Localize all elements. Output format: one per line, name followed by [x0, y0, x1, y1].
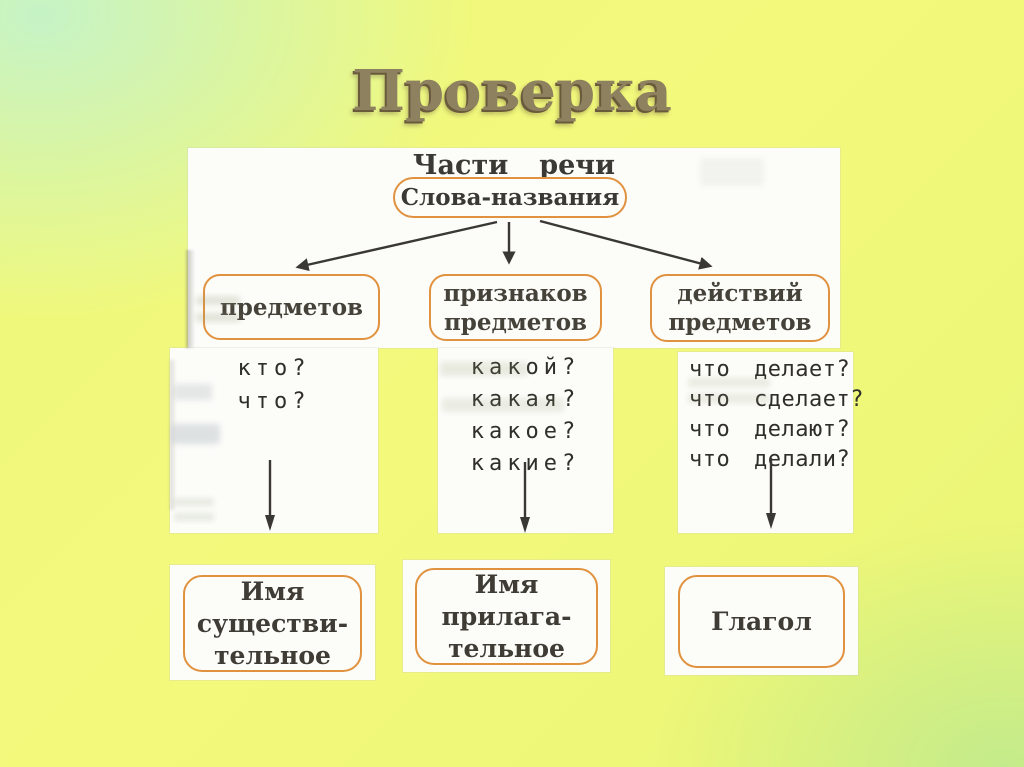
questions-actions: что делает? что сделает? что делают? что…: [689, 355, 864, 475]
scan-panel-result-noun: Имя существи- тельное: [170, 565, 375, 680]
slide-title: Проверка: [352, 58, 672, 124]
questions-objects: кто? что?: [170, 352, 378, 418]
question-line: что делает?: [689, 357, 851, 382]
down-arrow-attributes: [520, 462, 530, 533]
root-node-label: Слова-названия: [400, 184, 620, 211]
down-arrow-objects: [265, 460, 275, 531]
branch-box-line: признаков: [443, 279, 588, 307]
scan-panel-questions-actions: что делает? что сделает? что делают? что…: [678, 352, 863, 533]
question-line: что?: [237, 389, 311, 414]
branch-box-line: предметов: [219, 293, 364, 321]
result-box-noun: Имя существи- тельное: [183, 575, 362, 672]
root-node-box: Слова-названия: [393, 177, 627, 218]
branch-box-line: предметов: [443, 308, 588, 336]
question-line: какая?: [470, 387, 581, 412]
question-line: какие?: [438, 448, 613, 480]
diagram-heading: Части речи: [412, 150, 616, 181]
result-line: тельное: [448, 633, 565, 663]
questions-attributes: какой? какая? какое? какие?: [438, 352, 613, 480]
branch-box-attributes: признаков предметов: [429, 274, 602, 341]
scan-panel-result-adjective: Имя прилага- тельное: [403, 560, 610, 672]
result-box-verb: Глагол: [678, 575, 845, 668]
question-line: что делают?: [689, 417, 851, 442]
scan-panel-result-verb: Глагол: [665, 567, 858, 675]
result-line: тельное: [214, 640, 331, 670]
question-line: что сделает?: [689, 387, 864, 412]
down-arrow-actions: [766, 458, 776, 529]
result-line: Глагол: [711, 606, 812, 636]
result-line: прилага-: [441, 601, 572, 631]
branch-box-line: действий: [677, 280, 803, 307]
branch-arrows: [295, 219, 713, 272]
scan-panel-top: Части речи Слова-названия предметов приз…: [188, 148, 840, 348]
result-line: Имя: [474, 569, 539, 599]
result-line: существи-: [196, 608, 349, 638]
question-line: какой?: [470, 355, 581, 380]
arrow-to-objects: [295, 220, 498, 272]
result-line: Имя: [240, 576, 305, 606]
arrow-to-actions: [539, 219, 713, 270]
branch-box-objects: предметов: [203, 274, 380, 340]
result-box-adjective: Имя прилага- тельное: [415, 568, 598, 665]
branch-box-line: предметов: [668, 309, 812, 336]
question-line: кто?: [237, 356, 311, 381]
scan-panel-questions-objects: кто? что?: [170, 348, 378, 533]
question-line: какое?: [470, 419, 581, 444]
branch-box-actions: действий предметов: [650, 274, 830, 342]
